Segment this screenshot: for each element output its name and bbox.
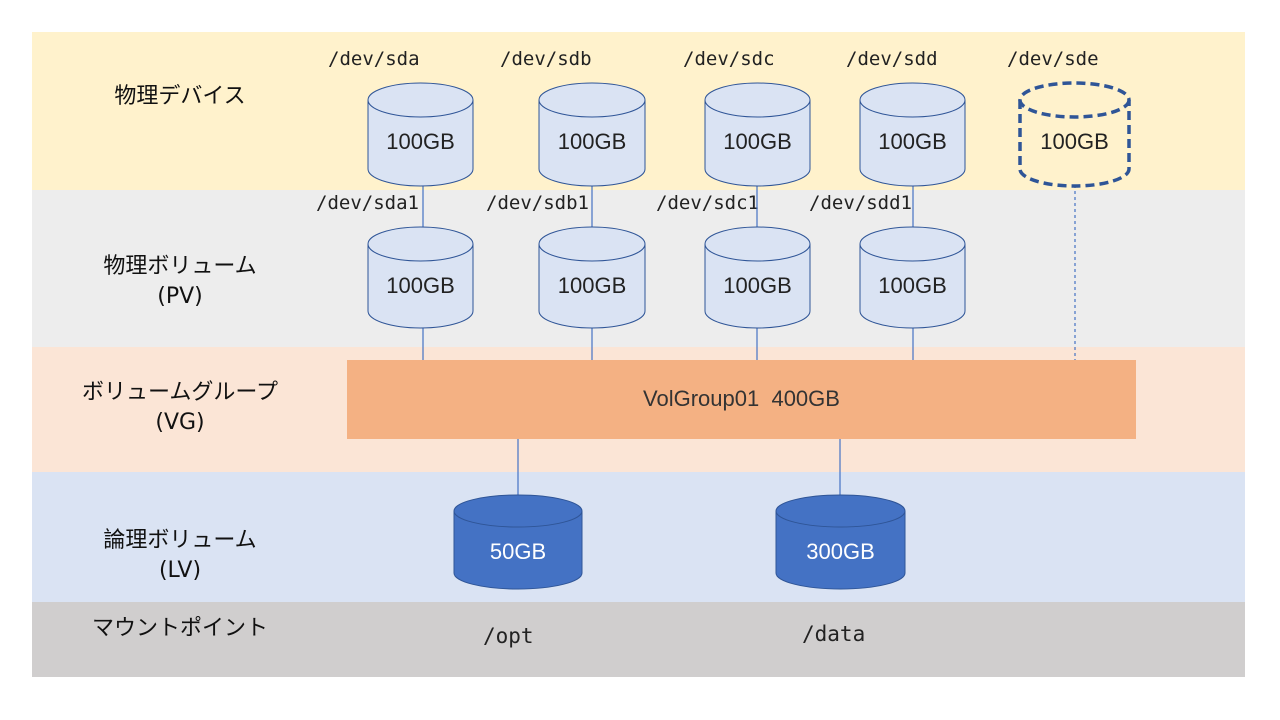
device-label-sde: /dev/sde [1007, 48, 1099, 70]
mount-label-data: /data [802, 622, 866, 646]
layer-label-line1: ボリュームグループ [81, 380, 279, 405]
device-cylinder-sdd: 100GB [859, 82, 966, 187]
layer-label-mount-point: マウントポイント [91, 616, 268, 641]
pv-label-sdd1: /dev/sdd1 [809, 192, 912, 214]
volume-group-label: VolGroup01 400GB [643, 386, 840, 411]
lv-size-label: 300GB [806, 539, 875, 564]
cylinder-size-label: 100GB [386, 129, 455, 154]
band-logical-volume [32, 472, 1245, 602]
device-cylinder-sde-dashed: 100GB [1018, 81, 1131, 188]
connector-lines [422, 185, 1076, 495]
layer-label-physical-volume: 物理ボリューム (PV) [30, 252, 330, 312]
layer-label-volume-group: ボリュームグループ (VG) [30, 378, 330, 438]
layer-label-line2: (LV) [158, 558, 202, 583]
pv-cylinder-sda1: 100GB [367, 226, 474, 329]
layer-label-physical-device: 物理デバイス [114, 84, 246, 109]
device-cylinder-sda: 100GB [367, 82, 474, 187]
band-mount-point [32, 602, 1245, 677]
device-cylinder-sdc: 100GB [704, 82, 811, 187]
layer-label-logical-volume: 論理ボリューム (LV) [30, 526, 330, 586]
lv-size-label: 50GB [490, 539, 546, 564]
layer-label-line1: 物理ボリューム [103, 254, 257, 279]
layer-label-line2: (VG) [155, 410, 205, 435]
device-label-sda: /dev/sda [328, 48, 420, 70]
pv-cylinder-sdd1: 100GB [859, 226, 966, 329]
layer-label-line2: (PV) [157, 284, 203, 309]
cylinder-size-label: 100GB [558, 273, 627, 298]
lv-cylinder-data: 300GB [775, 494, 906, 590]
pv-label-sda1: /dev/sda1 [316, 192, 419, 214]
pv-cylinder-sdc1: 100GB [704, 226, 811, 329]
cylinder-size-label: 100GB [386, 273, 455, 298]
device-label-sdc: /dev/sdc [683, 48, 775, 70]
device-label-sdb: /dev/sdb [500, 48, 592, 70]
cylinder-size-label: 100GB [723, 129, 792, 154]
device-label-sdd: /dev/sdd [846, 48, 938, 70]
pv-cylinder-sdb1: 100GB [538, 226, 646, 329]
lv-cylinder-opt: 50GB [453, 494, 583, 590]
cylinder-size-label: 100GB [1040, 129, 1109, 154]
layer-label-line1: 論理ボリューム [103, 528, 257, 553]
device-cylinder-sdb: 100GB [538, 82, 646, 187]
cylinder-size-label: 100GB [558, 129, 627, 154]
volume-group-bar: VolGroup01 400GB [347, 360, 1136, 439]
cylinder-size-label: 100GB [878, 129, 947, 154]
cylinder-size-label: 100GB [878, 273, 947, 298]
cylinder-size-label: 100GB [723, 273, 792, 298]
pv-label-sdc1: /dev/sdc1 [656, 192, 759, 214]
pv-label-sdb1: /dev/sdb1 [486, 192, 589, 214]
mount-label-opt: /opt [483, 624, 534, 648]
